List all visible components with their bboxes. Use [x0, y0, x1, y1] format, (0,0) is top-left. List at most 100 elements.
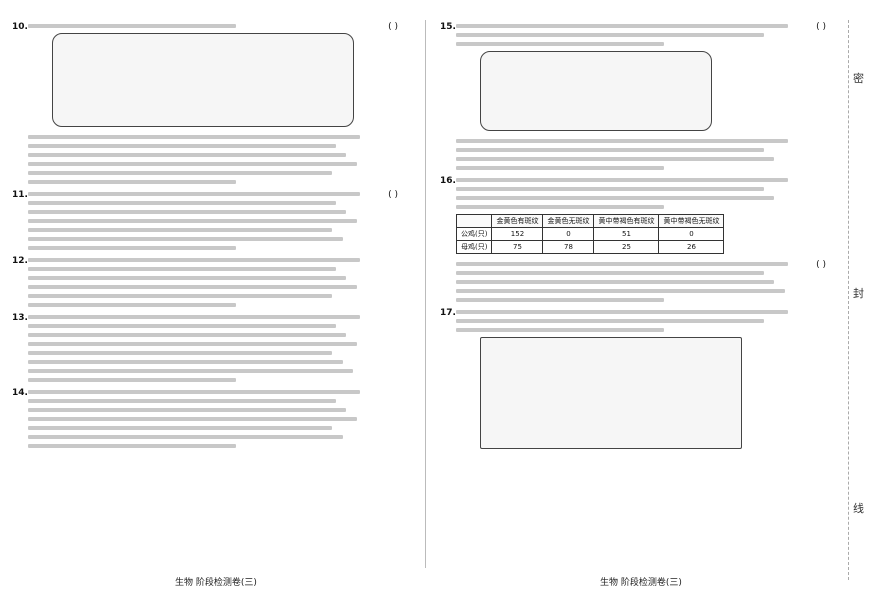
table-header: 金黄色有斑纹 [491, 214, 544, 228]
text-line [456, 33, 764, 37]
answer-paren: ( ) [388, 22, 398, 32]
question-text-lines [28, 313, 374, 382]
text-line [456, 271, 764, 275]
left-column: 10. ( ) 11.( ) 12. 13. 14. [12, 22, 400, 454]
text-line [456, 319, 764, 323]
text-line [28, 135, 361, 139]
answer-paren: ( ) [816, 260, 826, 270]
text-line [28, 435, 343, 439]
question-text-lines [456, 176, 802, 209]
text-line [456, 187, 764, 191]
text-line [28, 267, 336, 271]
table-cell: 0 [542, 227, 595, 241]
table-header: 黄中带褐色无斑纹 [658, 214, 725, 228]
text-line [28, 399, 336, 403]
text-line [28, 258, 361, 262]
column-divider [425, 20, 426, 568]
text-line [28, 342, 357, 346]
text-line [28, 333, 347, 337]
text-line [28, 201, 336, 205]
text-line [28, 285, 357, 289]
table-header: 金黄色无斑纹 [542, 214, 595, 228]
table-cell: 78 [542, 240, 595, 254]
text-line [28, 210, 347, 214]
question-block [440, 137, 828, 170]
text-line [28, 219, 357, 223]
question-number: 13. [12, 313, 28, 323]
side-label-xian: 线 [853, 502, 864, 515]
footer-left: 生物 阶段检测卷(三) [175, 578, 257, 588]
question-text-lines [28, 388, 374, 448]
table-header: 黄中带褐色有斑纹 [593, 214, 660, 228]
question-number: 11. [12, 190, 28, 200]
table-cell: 51 [593, 227, 660, 241]
table-cell: 0 [658, 227, 725, 241]
text-line [28, 369, 354, 373]
text-line [28, 192, 361, 196]
answer-paren: ( ) [816, 22, 826, 32]
text-line [28, 390, 361, 394]
text-line [28, 444, 236, 448]
question-number: 10. [12, 22, 28, 32]
table-cell: 公鸡(只) [455, 227, 493, 241]
question-text-lines [456, 22, 802, 46]
text-line [28, 153, 347, 157]
question-block: 13. [12, 313, 400, 382]
right-column: 15.( )16.金黄色有斑纹金黄色无斑纹黄中带褐色有斑纹黄中带褐色无斑纹公鸡(… [440, 22, 828, 455]
question-figure [52, 33, 354, 127]
text-line [28, 378, 236, 382]
question-block: 14. [12, 388, 400, 448]
text-line [456, 157, 775, 161]
table-cell: 25 [593, 240, 660, 254]
text-line [456, 289, 785, 293]
text-line [28, 144, 336, 148]
question-figure [480, 337, 742, 449]
text-line [28, 24, 236, 28]
text-line [456, 262, 789, 266]
text-line [28, 276, 347, 280]
text-line [28, 315, 361, 319]
question-block: ( ) [440, 260, 828, 302]
question-text-lines [28, 22, 374, 28]
text-line [28, 360, 343, 364]
side-label-feng: 封 [853, 287, 864, 300]
text-line [28, 426, 333, 430]
text-line [28, 324, 336, 328]
text-line [456, 280, 775, 284]
text-line [456, 310, 789, 314]
question-text-lines [28, 256, 374, 307]
text-line [28, 228, 333, 232]
text-line [28, 171, 333, 175]
text-line [28, 351, 333, 355]
side-label-mi: 密 [853, 72, 864, 85]
text-line [28, 294, 333, 298]
question-number: 15. [440, 22, 456, 32]
question-block: 17. [440, 308, 828, 449]
text-line [28, 246, 236, 250]
text-line [28, 162, 357, 166]
text-line [456, 205, 664, 209]
question-block: 11.( ) [12, 190, 400, 250]
question-number: 16. [440, 176, 456, 186]
text-line [456, 148, 764, 152]
binding-margin-line [848, 20, 849, 580]
question-number: 14. [12, 388, 28, 398]
text-line [28, 237, 343, 241]
table-cell: 75 [491, 240, 544, 254]
text-line [456, 24, 789, 28]
question-number: 12. [12, 256, 28, 266]
question-number: 17. [440, 308, 456, 318]
text-line [456, 139, 789, 143]
question-text-lines [28, 133, 374, 184]
text-line [456, 166, 664, 170]
table-cell: 152 [491, 227, 544, 241]
text-line [456, 328, 664, 332]
question-block: 10. ( ) [12, 22, 400, 127]
table-cell: 母鸡(只) [455, 240, 493, 254]
question-block [12, 133, 400, 184]
text-line [28, 408, 347, 412]
